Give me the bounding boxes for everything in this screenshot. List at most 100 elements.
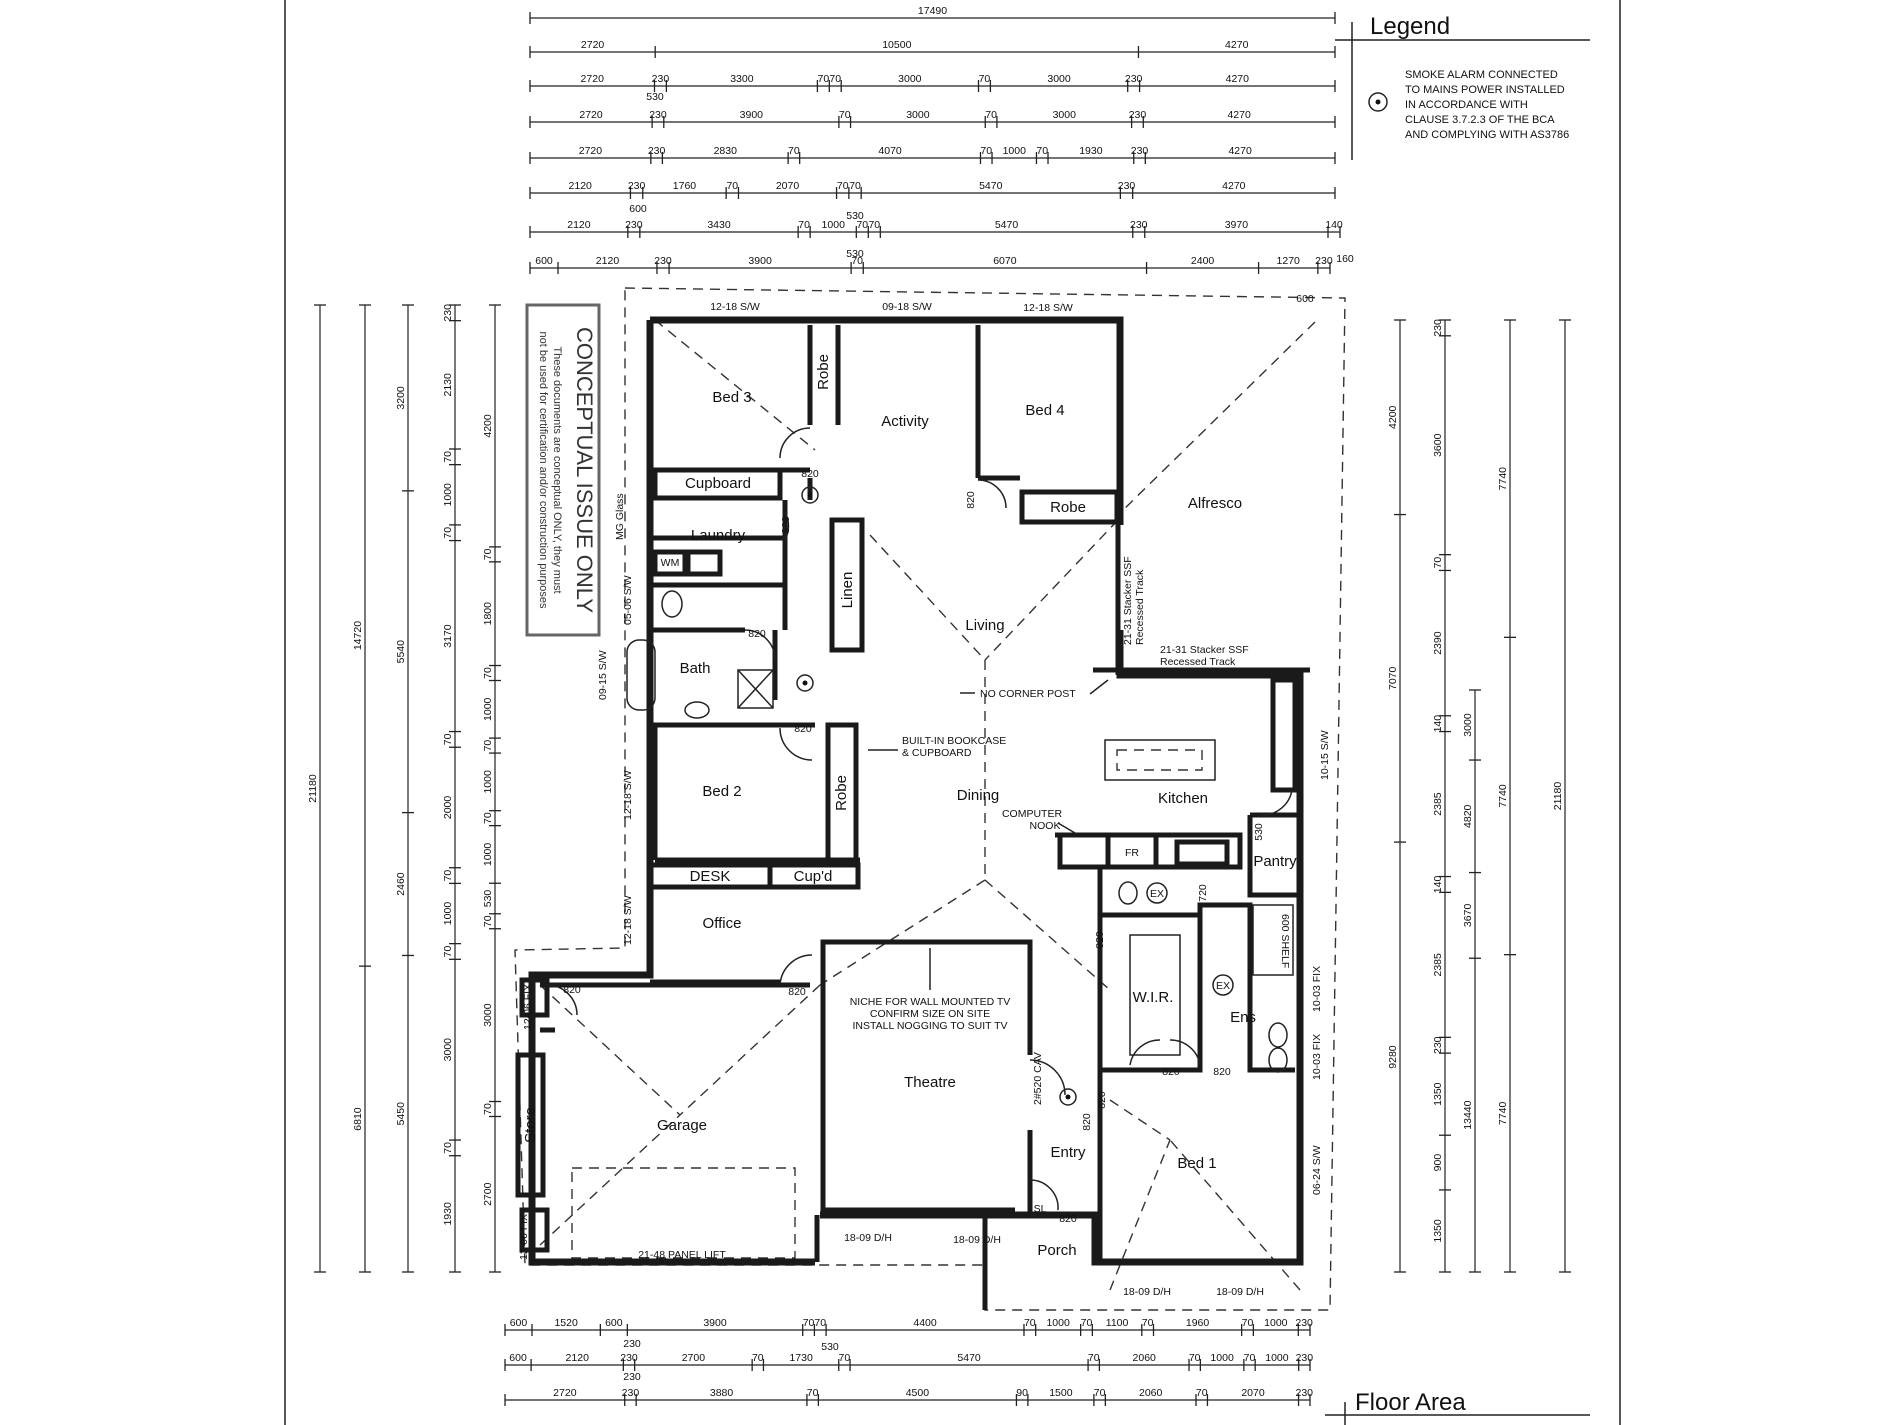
bottom-dimension-value: 230	[1295, 1317, 1313, 1329]
stamp-title: CONCEPTUAL ISSUE ONLY	[572, 327, 597, 613]
right-dimension-value: 13440	[1462, 1100, 1474, 1129]
left-dimension-value: 3000	[442, 1038, 454, 1062]
note-tv-2: CONFIRM SIZE ON SITE	[870, 1008, 990, 1020]
room-wir: W.I.R.	[1133, 989, 1174, 1006]
right-dimension-value: 4200	[1387, 405, 1399, 429]
note-nook-1: COMPUTER	[1002, 808, 1063, 820]
top-dimension-value: 1000	[822, 219, 846, 231]
note-stacker-1a: 21-31 Stacker SSF	[1122, 556, 1134, 645]
room-porch: Porch	[1037, 1242, 1076, 1259]
top-dimension-value: 2720	[581, 73, 605, 85]
bottom-dimension-value: 70	[814, 1317, 826, 1329]
top-dimension-value: 2720	[581, 39, 605, 51]
door-label: 820	[1096, 1091, 1108, 1109]
top-small-dimension: 600	[1296, 293, 1314, 305]
bottom-dimension-value: 1000	[1210, 1352, 1234, 1364]
bottom-dimension-value: 2120	[566, 1352, 590, 1364]
window-w14: 18-09 D/H	[844, 1232, 892, 1244]
note-no-corner-post: NO CORNER POST	[980, 688, 1076, 700]
left-dimension-value: 70	[482, 812, 494, 824]
door-label: 820	[1059, 1213, 1077, 1225]
left-dimension-value: 70	[442, 733, 454, 745]
window-w16: 18-09 D/H	[1123, 1286, 1171, 1298]
top-dimension-value: 600	[535, 255, 553, 267]
top-dimension-value: 2120	[569, 180, 593, 192]
bottom-dimension-value: 70	[1242, 1317, 1254, 1329]
left-dimension-value: 230	[442, 304, 454, 322]
top-dimension-value: 70	[868, 219, 880, 231]
top-dimension-value: 70	[985, 109, 997, 121]
floor-area-title: Floor Area	[1355, 1389, 1466, 1416]
bottom-dimension-value: 1000	[1046, 1317, 1070, 1329]
legend-line-5: AND COMPLYING WITH AS3786	[1405, 129, 1569, 141]
right-dimension-value: 2390	[1432, 631, 1444, 655]
top-dimension-value: 70	[798, 219, 810, 231]
top-small-dimension: 530	[646, 91, 664, 103]
bottom-dimension-value: 3900	[703, 1317, 727, 1329]
note-fr: FR	[1125, 847, 1139, 859]
right-dimension-value: 3600	[1432, 433, 1444, 457]
left-dimension-value: 2130	[442, 373, 454, 397]
top-dimension-value: 230	[1129, 109, 1147, 121]
bottom-dimension-value: 4400	[913, 1317, 937, 1329]
bottom-dimension-value: 1500	[1049, 1387, 1073, 1399]
legend-line-3: IN ACCORDANCE WITH	[1405, 99, 1528, 111]
room-labels: Bed 3 Robe Activity Bed 4 Robe Alfresco …	[522, 354, 1297, 1259]
bottom-dimension-value: 1520	[554, 1317, 578, 1329]
left-dimension-value: 3200	[395, 386, 407, 410]
bottom-small-dimension: 530	[821, 1341, 839, 1353]
window-w12: 10-03 FIX	[1311, 1034, 1323, 1080]
left-dimension-value: 70	[442, 1142, 454, 1154]
note-tv-1: NICHE FOR WALL MOUNTED TV	[850, 996, 1011, 1008]
left-dimension-value: 1000	[482, 770, 494, 794]
note-stacker-2a: 21-31 Stacker SSF	[1160, 644, 1249, 656]
right-dimension-value: 70	[1432, 557, 1444, 569]
right-dimension-value: 7070	[1387, 666, 1399, 690]
top-dimension-value: 10500	[882, 39, 911, 51]
door-label: 530	[1253, 823, 1265, 841]
bottom-dimension-value: 230	[622, 1387, 640, 1399]
note-bookcase-2: & CUPBOARD	[902, 747, 972, 759]
bottom-dimension-value: 70	[1081, 1317, 1093, 1329]
bottom-dimension-value: 70	[1094, 1387, 1106, 1399]
right-dimension-value: 21180	[1552, 782, 1564, 811]
legend-line-1: SMOKE ALARM CONNECTED	[1405, 69, 1558, 81]
smoke-alarm-icon	[801, 486, 819, 504]
top-dimension-value: 3900	[748, 255, 772, 267]
room-store: Store	[522, 1107, 539, 1143]
legend: Legend SMOKE ALARM CONNECTED TO MAINS PO…	[1335, 13, 1590, 160]
top-small-dimension: 530	[846, 248, 864, 260]
room-cupd: Cup'd	[794, 868, 833, 885]
left-dimension-value: 70	[442, 945, 454, 957]
right-dimension-value: 1350	[1432, 1082, 1444, 1106]
bottom-dimension-value: 70	[839, 1352, 851, 1364]
door-label: 820	[801, 468, 819, 480]
bottom-dimension-value: 600	[509, 1352, 527, 1364]
door-swings	[546, 427, 1293, 1211]
top-dimension-value: 140	[1325, 219, 1343, 231]
bottom-small-dimension: 230	[623, 1371, 641, 1383]
room-bed1: Bed 1	[1177, 1155, 1216, 1172]
top-dimension-value: 4070	[878, 145, 902, 157]
bottom-dimension-value: 2060	[1139, 1387, 1163, 1399]
plan-notes: NO CORNER POST BUILT-IN BOOKCASE & CUPBO…	[614, 493, 1291, 1261]
top-dimension-value: 230	[1118, 180, 1136, 192]
top-dimension-value: 230	[648, 145, 666, 157]
top-dimension-value: 4270	[1228, 145, 1252, 157]
window-w9: 12-06 FIX	[518, 1214, 530, 1260]
bottom-dimension-value: 1000	[1265, 1352, 1289, 1364]
right-dimension-value: 3670	[1462, 904, 1474, 928]
room-linen: Linen	[839, 572, 856, 609]
left-dimension-value: 3000	[482, 1003, 494, 1027]
right-dimension-value: 3000	[1462, 713, 1474, 737]
top-dimension-value: 2830	[714, 145, 738, 157]
room-alfresco: Alfresco	[1188, 495, 1242, 512]
room-living: Living	[965, 617, 1004, 634]
top-dimension-value: 4270	[1225, 39, 1249, 51]
room-garage: Garage	[657, 1117, 707, 1134]
left-dimension-value: 3170	[442, 624, 454, 648]
note-cav: 2#520 CAV	[1032, 1052, 1044, 1105]
right-dimension-value: 900	[1432, 1154, 1444, 1172]
top-dimension-value: 3430	[707, 219, 731, 231]
top-dimension-value: 70	[849, 180, 861, 192]
